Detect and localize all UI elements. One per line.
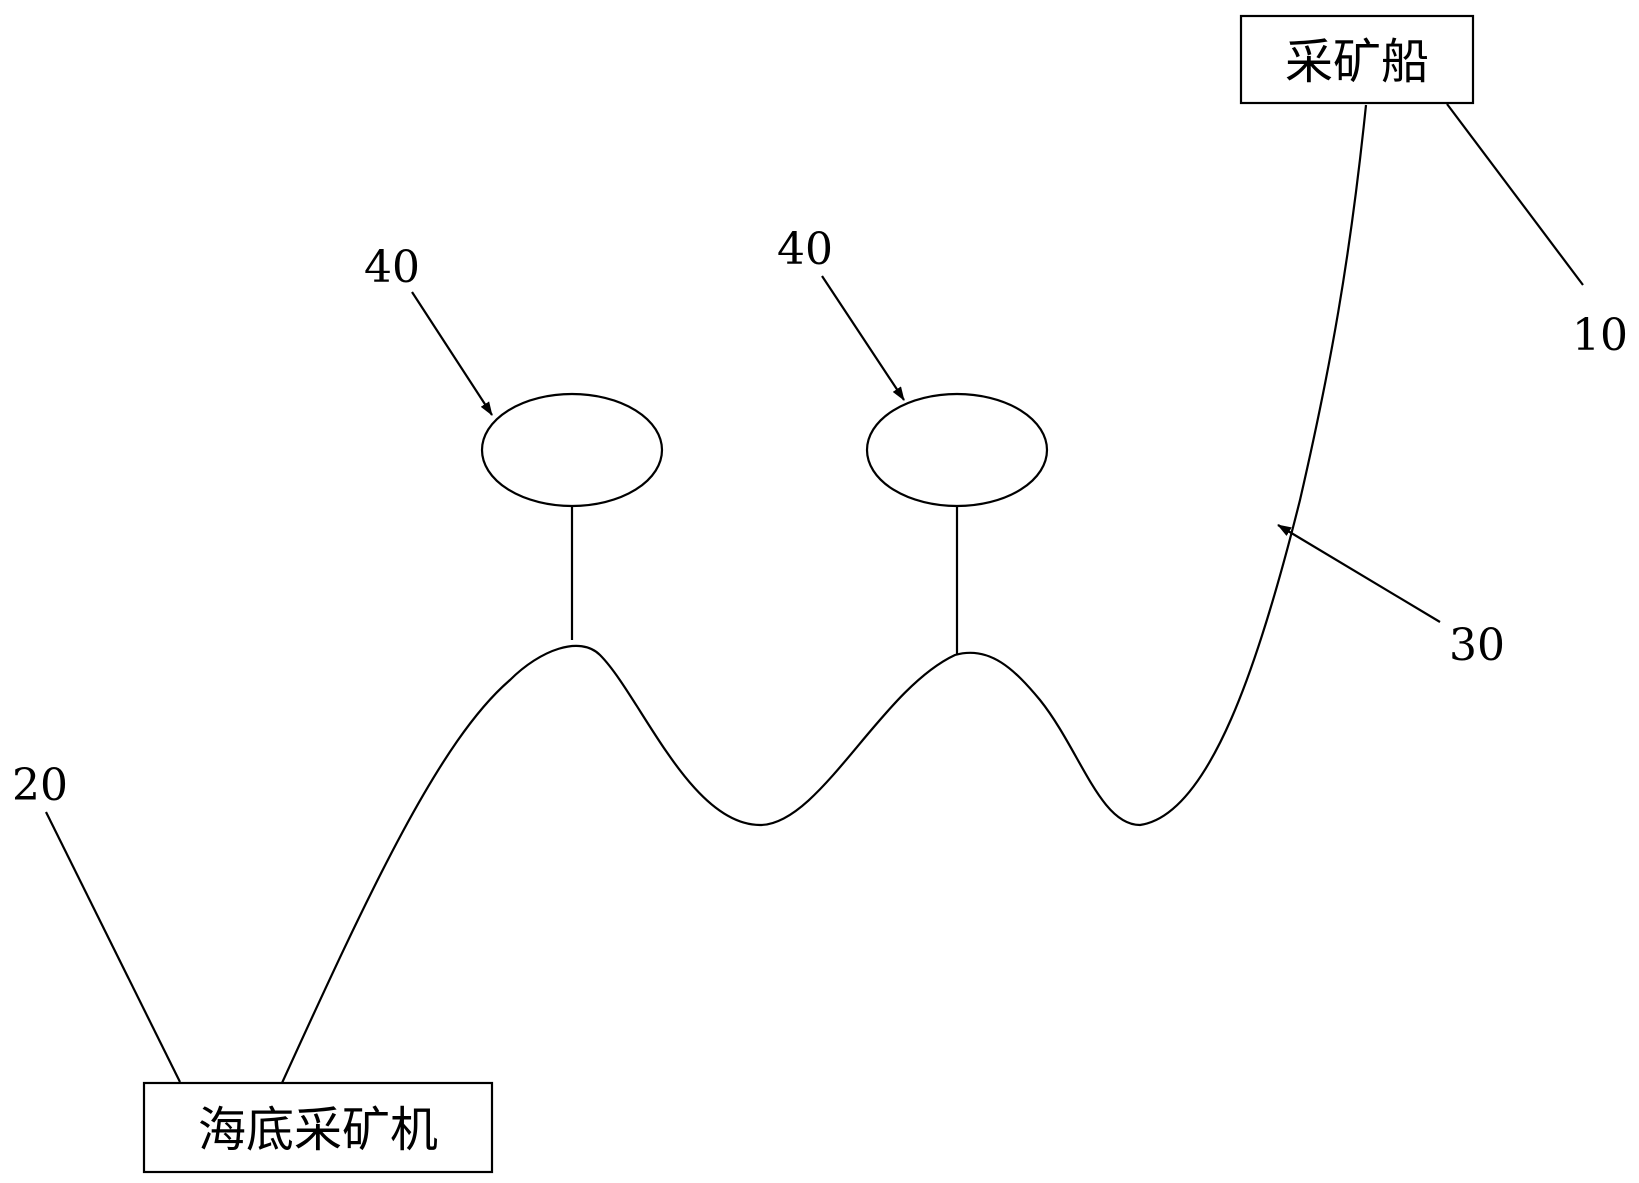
leader-line-10 xyxy=(1446,103,1584,286)
seabed-miner: 海底采矿机 xyxy=(142,1081,494,1174)
mining-ship-box xyxy=(1239,14,1475,105)
leader-arrow-30 xyxy=(1277,524,1441,623)
leader-arrow-40-right xyxy=(821,275,905,401)
seabed-miner-box xyxy=(142,1081,494,1174)
buoy-right xyxy=(865,392,1049,508)
ref-num-40-right: 40 xyxy=(777,224,833,275)
mining-ship-label: 采矿船 xyxy=(1285,34,1429,90)
leader-arrow-40-left xyxy=(411,291,493,416)
ref-num-20: 20 xyxy=(12,760,68,811)
leader-line-20 xyxy=(45,811,181,1083)
ref-num-10: 10 xyxy=(1572,310,1628,361)
mining-ship: 采矿船 xyxy=(1239,14,1475,105)
seabed-miner-label: 海底采矿机 xyxy=(198,1102,438,1158)
ref-num-40-left: 40 xyxy=(364,242,420,293)
buoy-left xyxy=(480,392,664,508)
ref-num-30: 30 xyxy=(1449,620,1505,671)
riser-pipe-curve xyxy=(280,104,1368,1084)
